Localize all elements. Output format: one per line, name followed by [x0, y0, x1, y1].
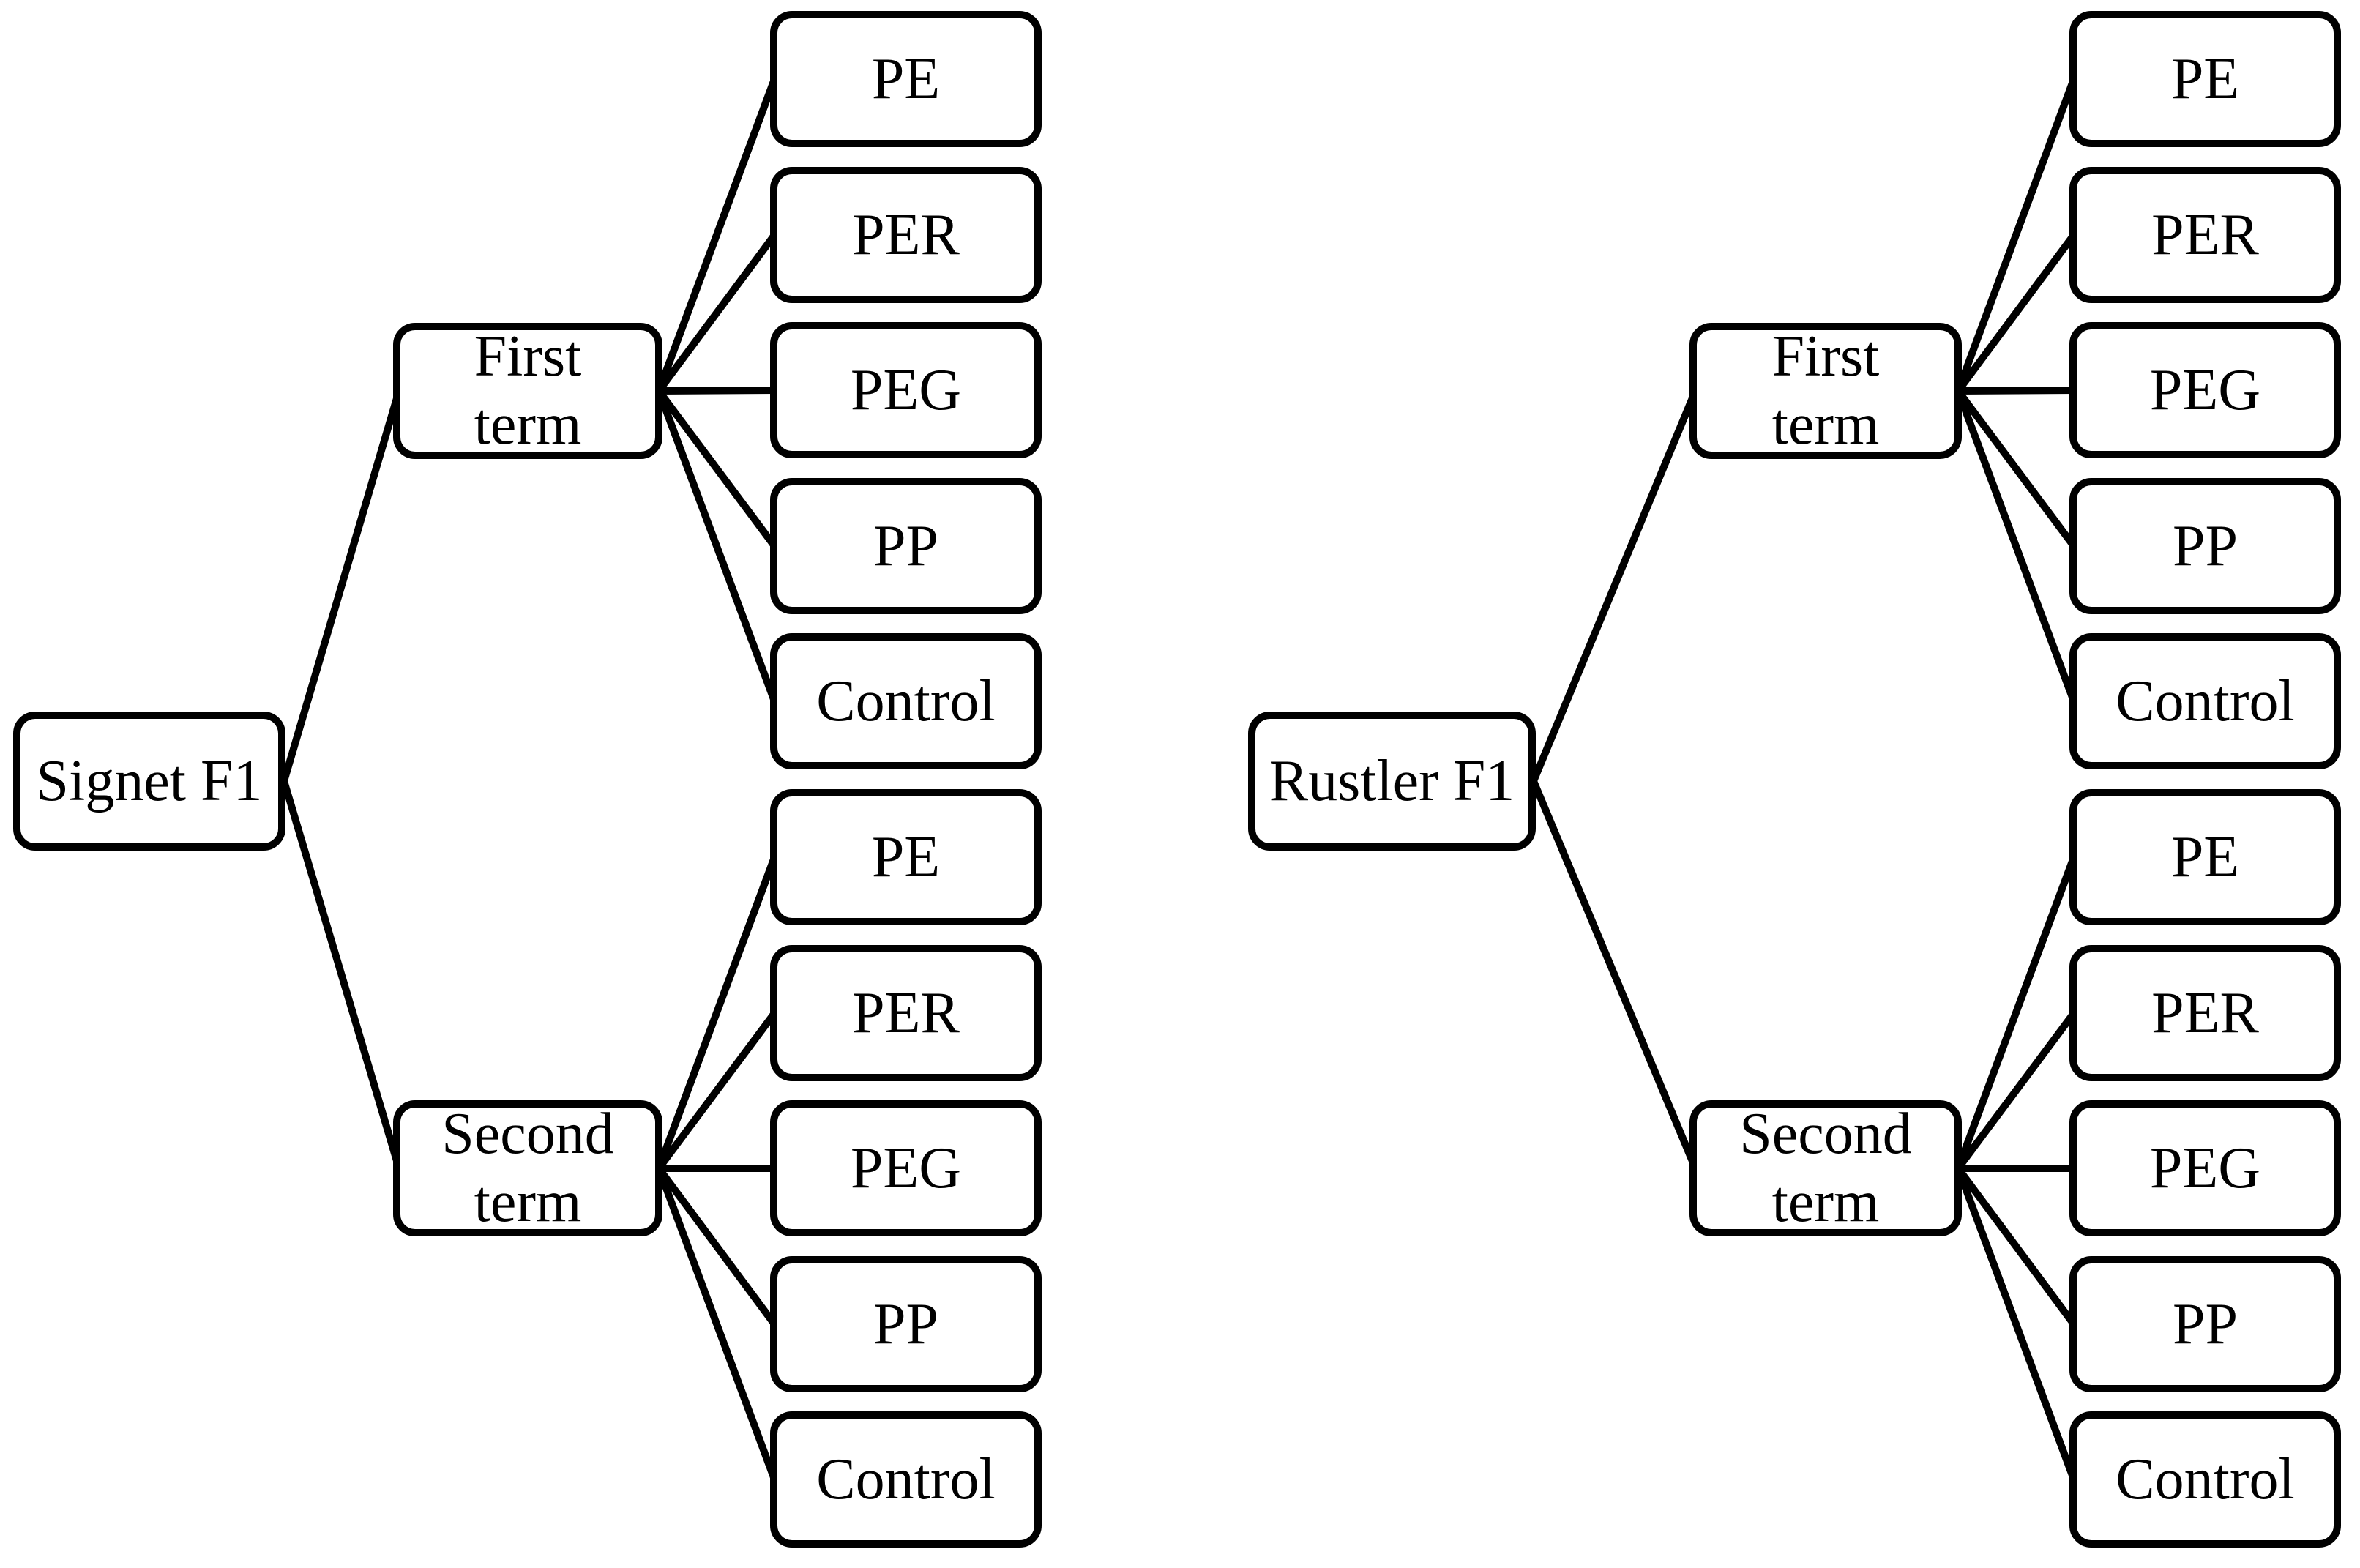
treatment-label: PE	[2170, 46, 2240, 111]
branch-label-line: term	[1771, 1170, 1880, 1234]
treatment-label: Control	[2116, 1446, 2295, 1512]
treatment-label: PE	[2170, 824, 2240, 889]
treatment-label: PEG	[2149, 357, 2261, 422]
root-node-signet-f1: Signet F1	[13, 712, 285, 851]
treatment-node-pp: PP	[770, 1256, 1042, 1392]
treatment-node-pe: PE	[2069, 789, 2341, 925]
connector-second-to-control	[655, 1167, 778, 1481]
connector-signet-to-first-term	[280, 389, 403, 783]
treatment-node-per: PER	[770, 945, 1042, 1081]
branch-label-line: term	[474, 1170, 582, 1234]
treatment-node-pe: PE	[770, 11, 1042, 147]
treatment-node-per: PER	[2069, 945, 2341, 1081]
treatment-node-pp: PP	[2069, 478, 2341, 614]
treatment-label: PP	[873, 1291, 938, 1356]
connector-second-to-control	[1954, 1167, 2077, 1481]
connector-first-to-pe	[655, 78, 778, 392]
treatment-label: PP	[873, 513, 938, 578]
branch-node-second-term: Second term	[393, 1100, 662, 1236]
treatment-node-pe: PE	[770, 789, 1042, 925]
treatment-node-per: PER	[2069, 167, 2341, 303]
connector-first-to-control	[1954, 389, 2077, 703]
connector-first-to-control	[655, 389, 778, 703]
treatment-label: PER	[2151, 202, 2259, 267]
connector-second-to-per	[655, 1011, 778, 1171]
root-node-label: Signet F1	[36, 748, 263, 813]
branch-label-line: Second	[1739, 1102, 1912, 1166]
treatment-label: PEG	[850, 357, 962, 422]
treatment-node-control: Control	[770, 633, 1042, 769]
treatment-node-peg: PEG	[770, 322, 1042, 458]
root-node-rustler-f1: Rustler F1	[1248, 712, 1536, 851]
treatment-node-control: Control	[2069, 633, 2341, 769]
treatment-label: PP	[2173, 513, 2238, 578]
connector-second-to-pp	[1954, 1166, 2077, 1326]
connector-first-to-per	[1954, 233, 2077, 393]
connector-first-to-pp	[655, 389, 778, 548]
treatment-label: PER	[852, 980, 960, 1045]
branch-node-first-term: First term	[393, 323, 662, 459]
treatment-node-control: Control	[2069, 1411, 2341, 1548]
treatment-node-pe: PE	[2069, 11, 2341, 147]
treatment-node-per: PER	[770, 167, 1042, 303]
connector-first-to-per	[655, 233, 778, 393]
treatment-label: PP	[2173, 1291, 2238, 1356]
treatment-node-peg: PEG	[2069, 322, 2341, 458]
treatment-label: PEG	[850, 1135, 962, 1201]
treatment-label: PE	[871, 46, 941, 111]
connector-second-to-pe	[1954, 856, 2077, 1170]
connector-first-to-peg	[1957, 387, 2075, 395]
treatment-node-pp: PP	[2069, 1256, 2341, 1392]
connector-rustler-to-second-term	[1530, 780, 1699, 1170]
treatment-node-control: Control	[770, 1411, 1042, 1548]
connector-first-to-peg	[658, 387, 775, 395]
branch-label-line: First	[1771, 324, 1880, 389]
connector-first-to-pp	[1954, 389, 2077, 548]
treatment-label: PER	[852, 202, 960, 267]
root-node-label: Rustler F1	[1269, 748, 1515, 813]
treatment-label: PER	[2151, 980, 2259, 1045]
connector-rustler-to-first-term	[1530, 389, 1699, 783]
connector-second-to-per	[1954, 1011, 2077, 1171]
treatment-label: PEG	[2149, 1135, 2261, 1201]
branch-label-line: Second	[441, 1102, 614, 1166]
branch-node-first-term: First term	[1689, 323, 1962, 459]
branch-label-line: First	[474, 324, 582, 389]
branch-label-line: term	[474, 392, 582, 457]
connector-second-to-pe	[655, 856, 778, 1170]
treatment-node-peg: PEG	[770, 1100, 1042, 1236]
connector-signet-to-second-term	[280, 780, 403, 1170]
treatment-label: Control	[816, 668, 996, 733]
connector-first-to-pe	[1954, 78, 2077, 392]
branch-node-second-term: Second term	[1689, 1100, 1962, 1236]
treatment-node-pp: PP	[770, 478, 1042, 614]
treatment-label: Control	[2116, 668, 2295, 733]
treatment-label: Control	[816, 1446, 996, 1512]
treatment-label: PE	[871, 824, 941, 889]
branch-label-line: term	[1771, 392, 1880, 457]
treatment-node-peg: PEG	[2069, 1100, 2341, 1236]
connector-second-to-pp	[655, 1166, 778, 1326]
